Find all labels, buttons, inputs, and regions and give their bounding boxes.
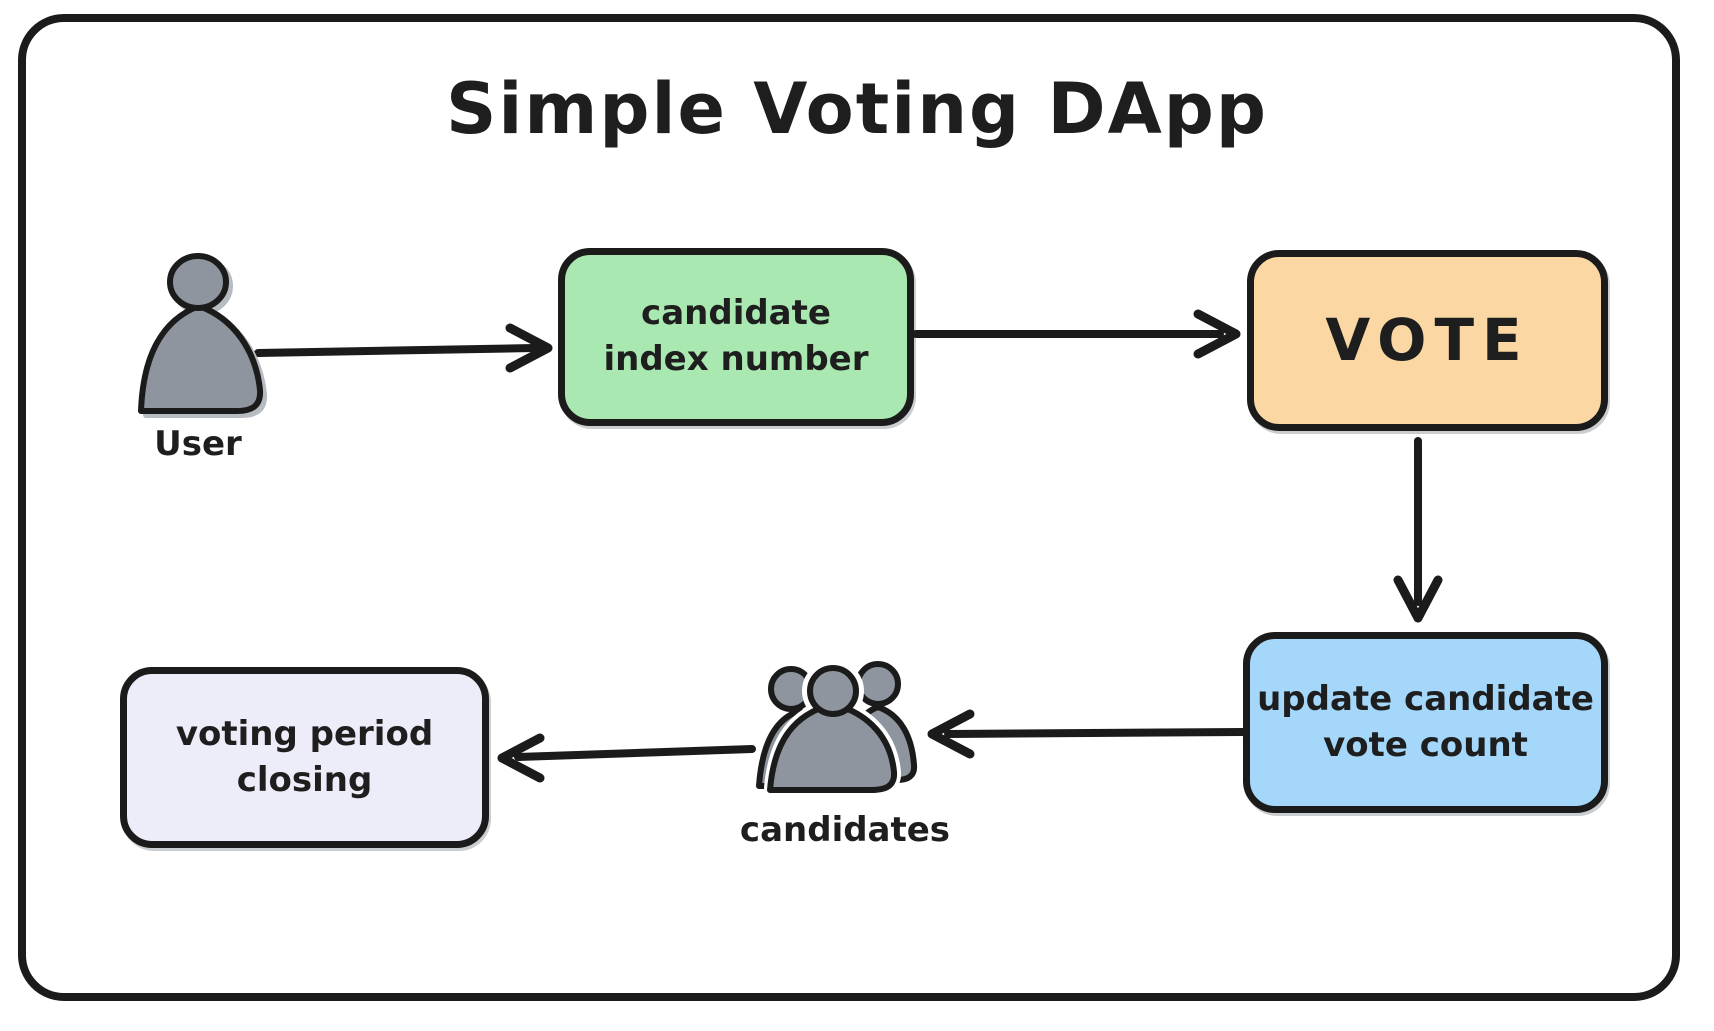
arrow-user-to-candidate-index	[254, 323, 553, 373]
people-group-icon	[756, 660, 918, 796]
node-update-candidate-vote-count: update candidate vote count	[1243, 632, 1608, 813]
arrow-candidates-to-voting-period	[497, 733, 756, 783]
arrow-update-count-to-candidates	[927, 709, 1247, 759]
node-vote: VOTE	[1247, 250, 1608, 431]
arrow-candidate-index-to-vote	[912, 309, 1241, 359]
candidates-label: candidates	[739, 810, 951, 850]
person-icon	[138, 253, 268, 418]
arrow-vote-to-update-count	[1393, 437, 1443, 623]
node-voting-period-closing: voting period closing	[120, 667, 489, 848]
diagram-title: Simple Voting DApp	[446, 68, 1268, 150]
user-label: User	[154, 424, 242, 464]
node-candidate-index-number: candidate index number	[558, 248, 914, 426]
diagram-border-frame	[18, 14, 1680, 1001]
